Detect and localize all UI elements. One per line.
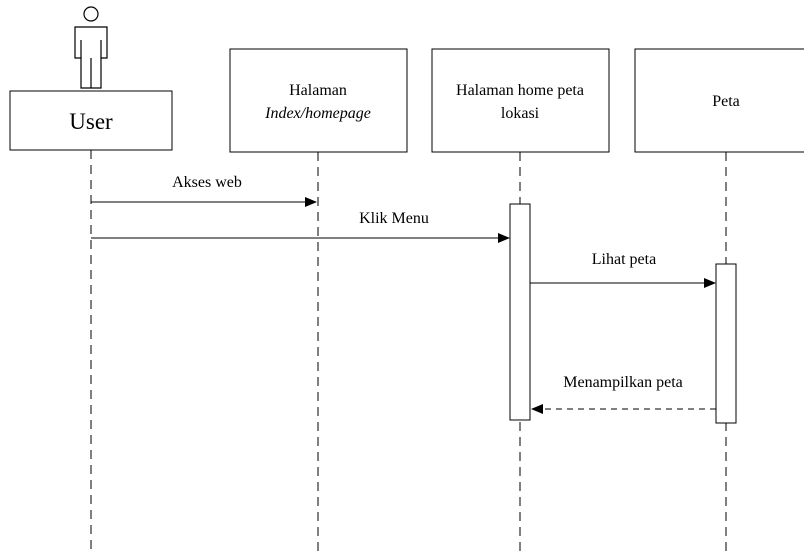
participant-halaman-home-line2: lokasi xyxy=(501,105,540,122)
participant-halaman-index: Halaman Index/homepage xyxy=(229,48,408,153)
participant-user: User xyxy=(9,90,173,151)
peta-activation-bar xyxy=(715,263,737,424)
participant-halaman-home-line1: Halaman home peta xyxy=(456,82,584,99)
participant-peta-label: Peta xyxy=(712,93,740,110)
akses-web-label: Akses web xyxy=(172,174,242,191)
participant-peta: Peta xyxy=(634,48,804,153)
klik-menu-label: Klik Menu xyxy=(359,210,429,227)
participant-halaman-index-line2: Index/homepage xyxy=(264,105,371,122)
participant-user-label: User xyxy=(69,109,113,134)
halaman-home-activation-bar xyxy=(509,203,531,421)
lihat-peta-label: Lihat peta xyxy=(592,251,656,268)
menampilkan-peta-label: Menampilkan peta xyxy=(563,374,683,391)
participant-halaman-index-line1: Halaman xyxy=(289,82,347,99)
actor-icon xyxy=(74,6,108,89)
participant-halaman-home: Halaman home peta lokasi xyxy=(431,48,610,153)
